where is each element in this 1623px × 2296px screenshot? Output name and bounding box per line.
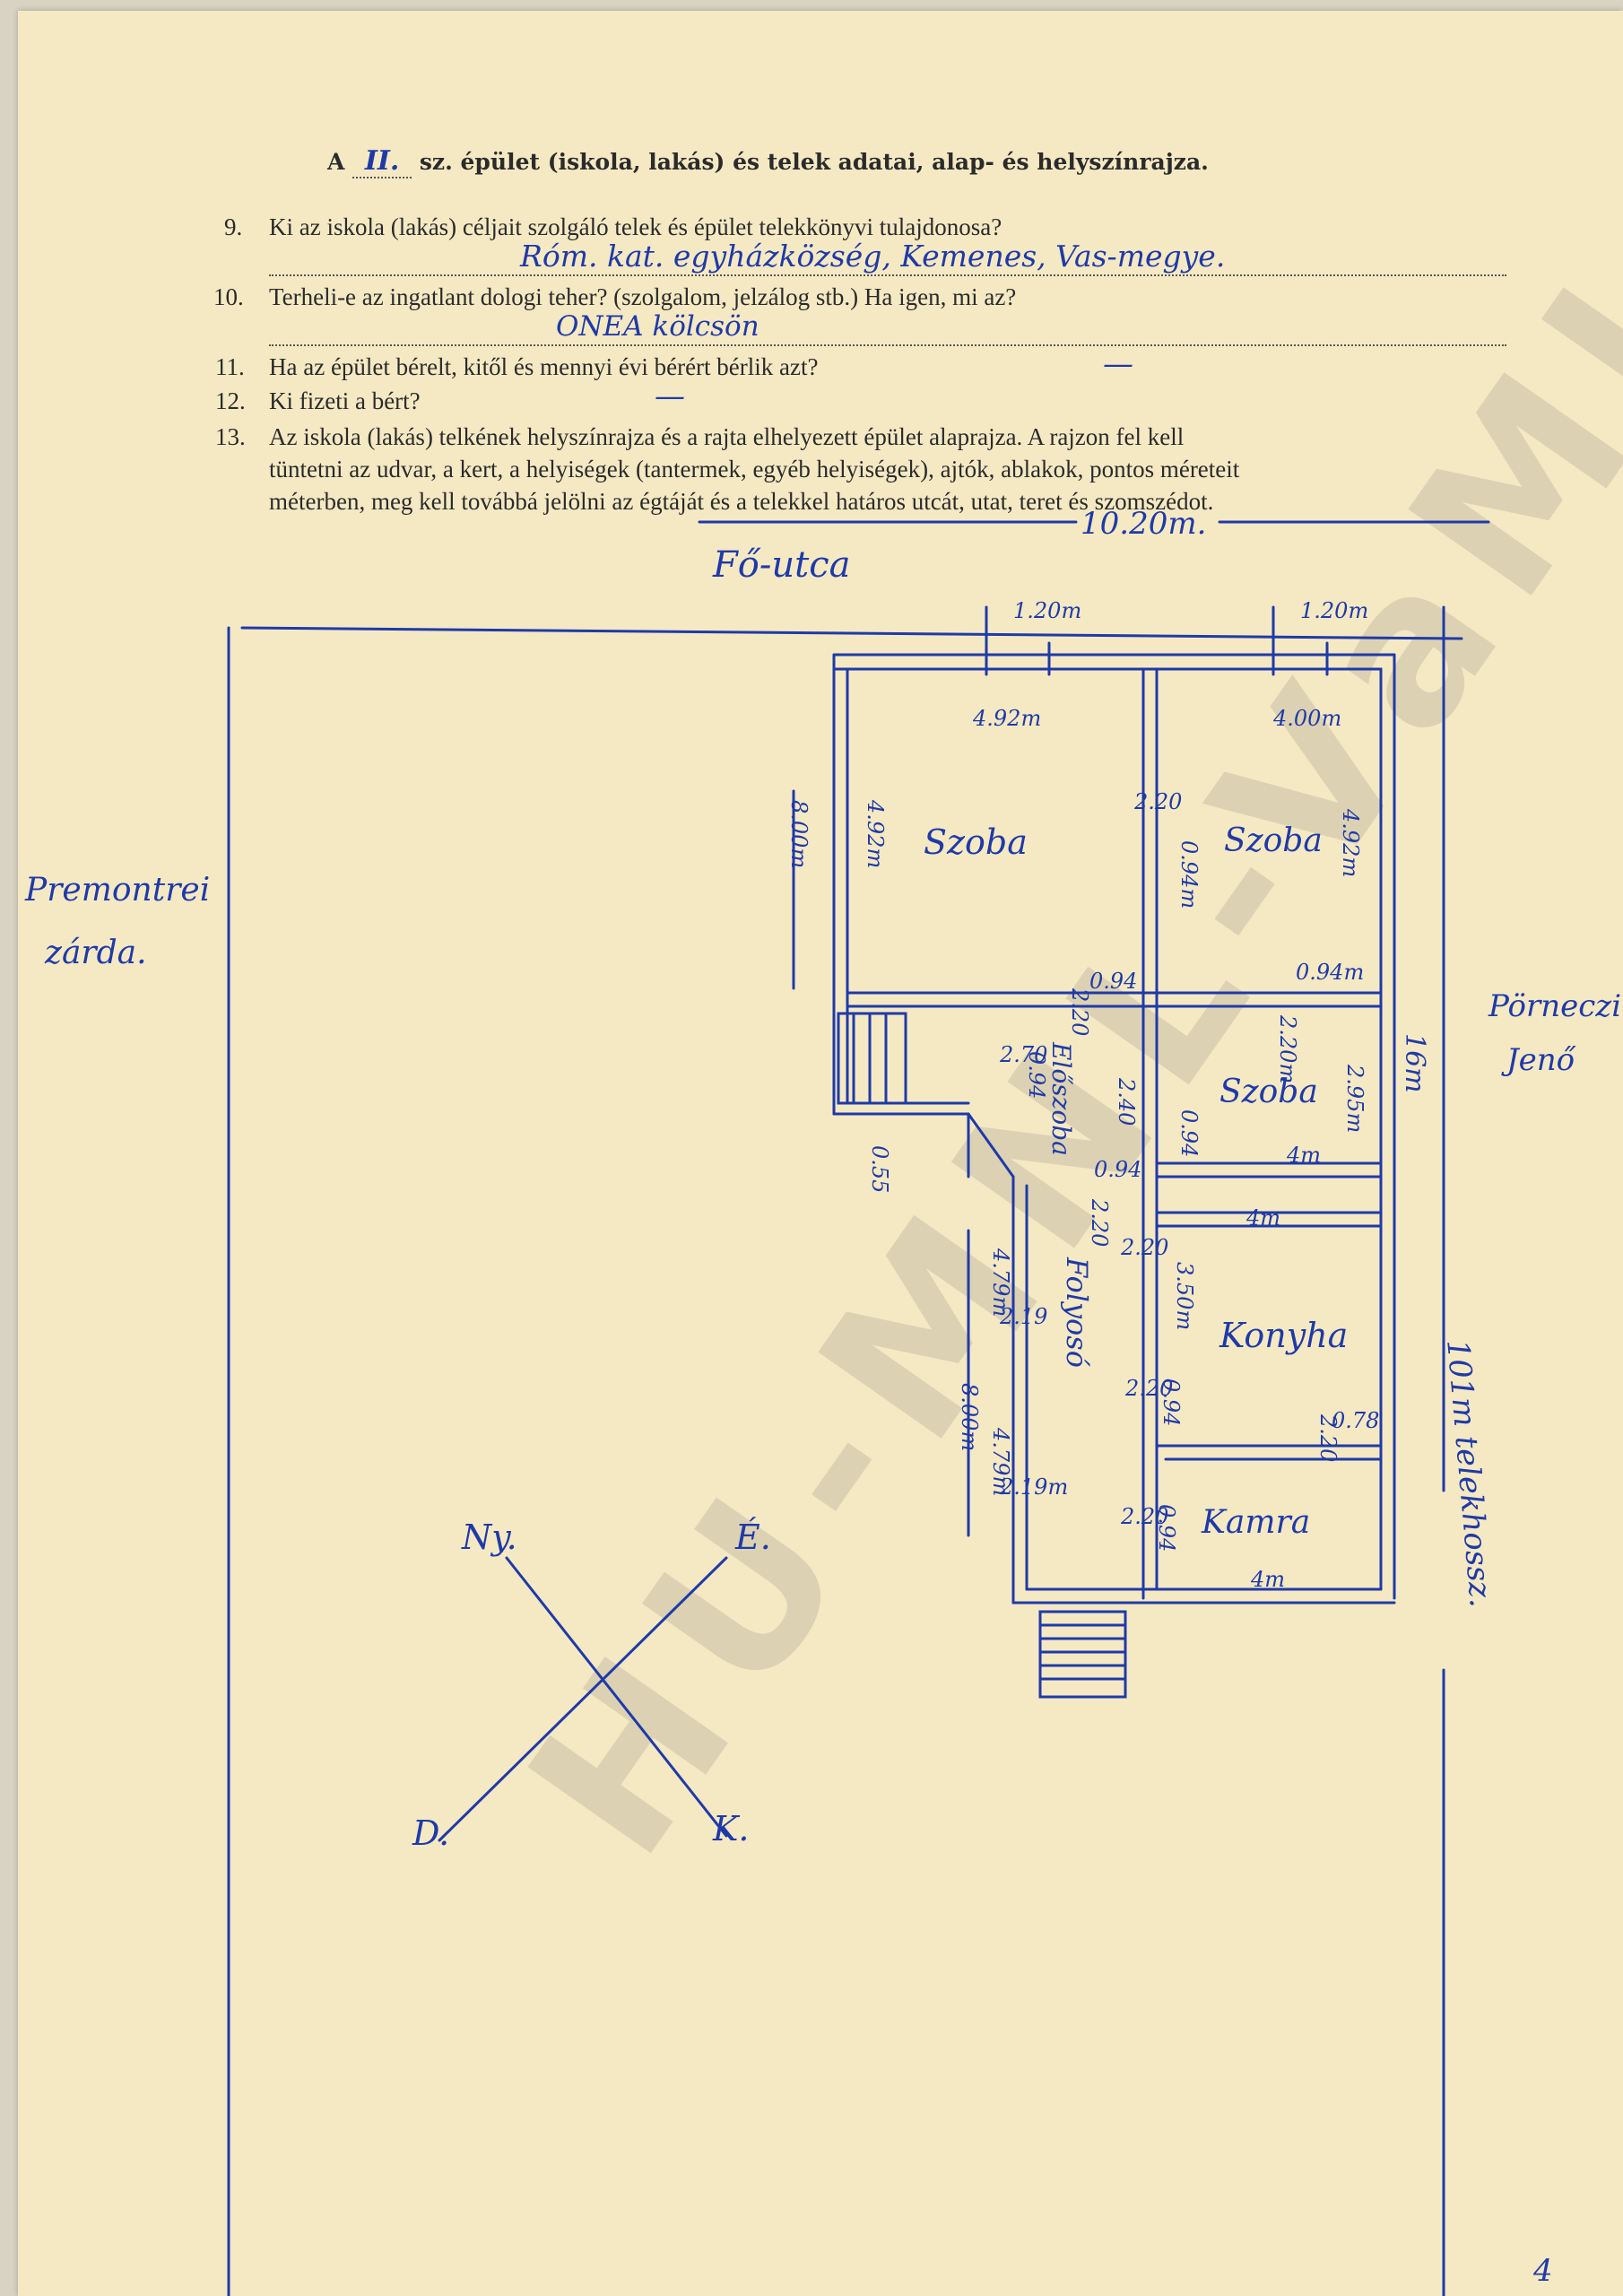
q12-text: Ki fizeti a bért? <box>269 387 421 414</box>
right-neighbor-label-1: Pörneczi <box>1488 988 1622 1024</box>
dim-h1: 4.92m <box>863 800 888 869</box>
street-label: Fő-utca <box>713 544 851 586</box>
q11-text: Ha az épület bérelt, kitől és mennyi évi… <box>269 353 819 380</box>
form-title: A II. sz. épület (iskola, lakás) és tele… <box>327 145 1209 178</box>
left-neighbor-label-2: zárda. <box>45 935 147 971</box>
dim-d220b: 2.20 <box>1067 988 1092 1037</box>
q9-answer: Róm. kat. egyházközség, Kemenes, Vas-meg… <box>520 239 1226 274</box>
title-prefix: A <box>327 149 345 175</box>
q11-number: 11. <box>215 353 245 380</box>
dim-win2: 1.20m <box>1300 598 1369 623</box>
room-label-kamra: Kamra <box>1202 1504 1311 1541</box>
q9-answer-line <box>269 248 1506 276</box>
q13-line-1: Az iskola (lakás) telkének helyszínrajza… <box>269 423 1185 450</box>
left-neighbor-label-1: Premontrei <box>25 872 211 909</box>
side-stairs <box>837 1012 907 1105</box>
building-number: II. <box>364 145 400 177</box>
dim-left-depth: 8.00m <box>786 800 812 869</box>
q10-number: 10. <box>213 283 244 310</box>
dim-d094c: 0.94m <box>1296 960 1365 985</box>
dim-d094e: 0.94 <box>1176 1109 1202 1158</box>
q9-text: Ki az iskola (lakás) céljait szolgáló te… <box>269 213 1002 240</box>
site-plan <box>227 520 1490 2296</box>
dim-w2: 4.00m <box>1273 706 1342 731</box>
q12-answer: — <box>655 378 685 414</box>
q10-answer-line <box>269 317 1506 346</box>
dim-d220c: 2.20m <box>1275 1015 1300 1084</box>
dim-d220g: 2.20 <box>1121 1504 1169 1529</box>
q10-text: Terheli-e az ingatlant dologi teher? (sz… <box>269 283 1017 310</box>
right-neighbor-label-2: Jenő <box>1506 1042 1575 1078</box>
dim-d220e: 2.20 <box>1125 1376 1174 1401</box>
room-label-szoba-3: Szoba <box>1219 1074 1318 1110</box>
dim-left-depth-2: 8.00m <box>957 1383 982 1452</box>
room-label-konyha: Konyha <box>1219 1316 1349 1355</box>
dim-d295: 2.95m <box>1342 1065 1367 1134</box>
dim-h2: 4.92m <box>1338 809 1363 878</box>
depth-label: 16m <box>1399 1033 1430 1093</box>
rear-stairs <box>1038 1610 1127 1699</box>
q11-answer: — <box>1103 346 1133 382</box>
building-number-field: II. <box>352 145 412 178</box>
q12-number: 12. <box>215 387 246 414</box>
dim-w1: 4.92m <box>973 706 1042 731</box>
dim-d350: 3.50m <box>1172 1262 1197 1331</box>
compass-se-label: K. <box>713 1809 750 1848</box>
room-label-szoba-2: Szoba <box>1224 822 1323 859</box>
dim-d220h: 2.20 <box>1087 1199 1112 1248</box>
dim-d219a: 2.19 <box>1000 1304 1048 1329</box>
q13-line-3: méterben, meg kell továbbá jelölni az ég… <box>269 488 1214 515</box>
dim-d094b: 0.94 <box>1089 969 1138 994</box>
title-text: sz. épület (iskola, lakás) és telek adat… <box>419 149 1209 175</box>
dim-d4a: 4m <box>1287 1143 1322 1168</box>
dim-d220d: 2.20 <box>1121 1235 1169 1260</box>
dim-d240: 2.40 <box>1114 1078 1139 1126</box>
dim-d220a: 2.20 <box>1134 789 1183 814</box>
dim-d094f: 0.94 <box>1094 1157 1142 1182</box>
q13-line-2: tüntetni az udvar, a kert, a helyiségek … <box>269 456 1240 483</box>
room-label-folyoso: Folyosó <box>1060 1257 1094 1368</box>
document-sheet: HU-MNL-VaML A II. sz. épület (iskola, la… <box>18 11 1623 2296</box>
dim-d270: 2.70 <box>1000 1042 1048 1067</box>
room-label-szoba-1: Szoba <box>924 822 1028 862</box>
dim-d4c: 4m <box>1251 1567 1286 1592</box>
dim-d094g: 0.94 <box>1159 1378 1184 1427</box>
page-number: 4 <box>1533 2253 1553 2289</box>
dim-d078: 0.78 <box>1332 1408 1380 1433</box>
dim-d055: 0.55 <box>867 1145 892 1194</box>
room-label-eloszoba: Előszoba <box>1046 1042 1076 1156</box>
q13-number: 13. <box>215 423 246 450</box>
dim-win1: 1.20m <box>1013 598 1082 623</box>
plot-top-line <box>240 626 1463 640</box>
dim-d4b: 4m <box>1246 1205 1281 1231</box>
q10-answer: ONEA kölcsön <box>556 310 759 343</box>
dim-d220f: 2.20 <box>1315 1414 1341 1463</box>
dim-d094d: 0.94 <box>1024 1051 1049 1100</box>
compass-line-2 <box>438 1556 728 1842</box>
dim-d219b: 2.19m <box>1000 1474 1069 1500</box>
dim-d094h: 0.94 <box>1154 1504 1179 1552</box>
compass-sw-label: D. <box>412 1813 450 1853</box>
compass-ne-label: É. <box>735 1518 771 1557</box>
width-total-label: 10.20m. <box>1081 506 1207 542</box>
compass-nw-label: Ny. <box>462 1518 517 1557</box>
q9-number: 9. <box>224 213 243 240</box>
dim-d094a: 0.94m <box>1176 840 1202 909</box>
compass-line-1 <box>505 1556 728 1838</box>
